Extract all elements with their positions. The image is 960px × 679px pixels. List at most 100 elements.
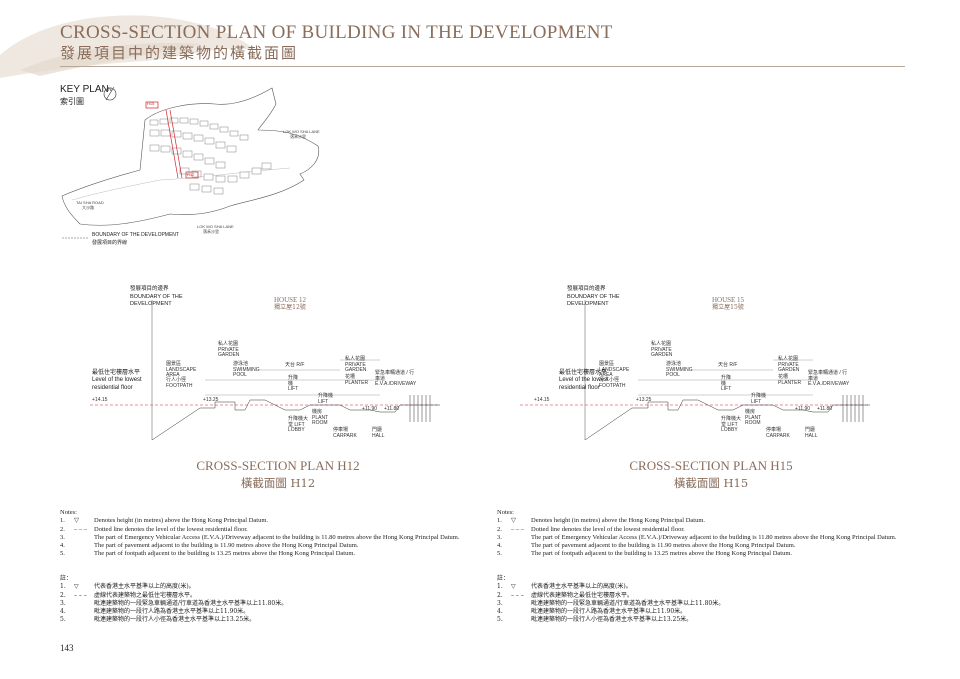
notes-zh-right: 註： 1.▽代表香港主水平基準以上的高度(米)。 2.– – –虛線代表建築物之… — [497, 575, 907, 625]
title-divider — [60, 66, 905, 67]
road-west-label-zh: 大沙路 — [82, 205, 94, 210]
section-h12-drawing — [90, 300, 440, 441]
h12-private-garden: 私人花園 PRIVATE GARDEN — [218, 341, 240, 358]
h12-level-1190: +11.90 — [362, 406, 378, 412]
boundary-legend-label: BOUNDARY OF THE DEVELOPMENT — [92, 232, 179, 238]
h12-lowest-label: Level of the lowest residential floor — [92, 377, 142, 391]
h15-boundary-label-zh: 發展項目的邊界 — [567, 286, 606, 292]
h12-section-title-zh: 橫截面圖 H12 — [240, 476, 316, 490]
h15-level-1190: +11.90 — [795, 406, 811, 412]
page-title-zh: 發展項目中的建築物的橫截面圖 — [60, 44, 299, 62]
h12-lift-2: 升降機 LIFT — [318, 393, 334, 405]
notes-heading: Notes: — [60, 509, 77, 516]
h15-footpath: 行人小徑 FOOTPATH — [599, 377, 626, 389]
key-plan-marker-h12: H12 — [187, 172, 195, 177]
h15-lift-lobby: 升降機大堂 LIFT LOBBY — [721, 416, 742, 433]
h15-lowest-label-zh: 最低住宅樓層水平 — [559, 369, 608, 376]
h15-plant-room: 機房 PLANT ROOM — [745, 409, 762, 426]
north-arrow-icon — [103, 86, 117, 101]
note-row: 3.毗連建築物的一段緊急車輛通道/行車道為香港主水平基準以上11.80米。 — [497, 599, 725, 607]
h12-boundary-label-zh: 發展項目的邊界 — [130, 286, 169, 292]
note-row: 4.毗連建築物的一段行人路為香港主水平基準以上11.90米。 — [497, 608, 687, 616]
h12-level-mid: +13.25 — [203, 397, 219, 403]
boundary-legend-label-zh: 發展項目的界線 — [92, 240, 128, 246]
note-row: 5.The part of footpath adjacent to the b… — [60, 550, 356, 558]
note-row: 2.– – –Dotted line denotes the level of … — [60, 525, 248, 533]
h12-footpath: 行人小徑 FOOTPATH — [166, 377, 193, 389]
road-south-label-zh: 落禾沙里 — [203, 229, 219, 234]
note-row: 2.– – –Dotted line denotes the level of … — [497, 525, 685, 533]
road-east-label: LOK WO SHA LANE — [283, 129, 320, 134]
note-row: 4.The part of pavement adjacent to the b… — [497, 542, 796, 550]
north-label: N — [108, 87, 112, 93]
h15-level-1180: +11.80 — [817, 406, 833, 412]
note-row: 2.– – –虛線代表建築物之最低住宅樓層水平。 — [60, 591, 197, 599]
building-blocks — [149, 117, 272, 195]
key-plan-label: KEY PLAN — [60, 84, 109, 95]
h15-lift-2: 升降機 LIFT — [751, 393, 767, 405]
note-row: 4.The part of pavement adjacent to the b… — [60, 542, 359, 550]
note-row: 5.毗連建築物的一段行人小徑為香港主水平基準以上13.25米。 — [497, 616, 693, 624]
key-plan-marker-h15: H15 — [147, 101, 155, 106]
h15-lowest-label: Level of the lowest residential floor — [559, 377, 609, 391]
h12-hall: 門廳 HALL — [372, 427, 385, 439]
road-west-label: TAI SHA ROAD — [76, 200, 104, 205]
h15-eva: 緊急車輛通道 / 行車道 E.V.A./DRIVEWAY — [808, 370, 850, 387]
notes-heading-zh: 註： — [60, 575, 73, 582]
h15-car-park: 停車場 CARPARK — [766, 427, 790, 439]
notes-en-left: Notes: 1.▽Denotes height (in metres) abo… — [60, 509, 470, 559]
h12-house-zh: 獨立屋12號 — [274, 304, 306, 312]
h15-rf: 天台 R/F — [718, 362, 738, 368]
road-south-label: LOK WO SHA LANE — [197, 224, 234, 229]
h12-lift-lobby: 升降機大堂 LIFT LOBBY — [288, 416, 309, 433]
brush-stroke-decoration — [0, 15, 255, 78]
h12-lift: 升降機 LIFT — [288, 375, 299, 392]
note-row: 5.毗連建築物的一段行人小徑為香港主水平基準以上13.25米。 — [60, 616, 256, 624]
h15-house-label: HOUSE 15 獨立屋15號 — [688, 296, 768, 312]
notes-en-right: Notes: 1.▽Denotes height (in metres) abo… — [497, 509, 907, 559]
section-marker — [145, 101, 199, 179]
h15-house-en: HOUSE 15 — [711, 296, 745, 304]
section-h15-drawing — [520, 300, 870, 441]
page-title: CROSS-SECTION PLAN OF BUILDING IN THE DE… — [60, 22, 613, 43]
note-row: 1.▽代表香港主水平基準以上的高度(米)。 — [60, 583, 195, 591]
note-row: 3.毗連建築物的一段緊急車輛通道/行車道為香港主水平基準以上11.80米。 — [60, 599, 288, 607]
h15-boundary-label: BOUNDARY OF THE DEVELOPMENT — [567, 294, 620, 307]
h15-section-title: CROSS-SECTION PLAN H15 — [629, 458, 793, 473]
h15-hall: 門廳 HALL — [805, 427, 818, 439]
h15-lift: 升降機 LIFT — [721, 375, 732, 392]
h15-planter: 花槽 PLANTER — [778, 374, 802, 386]
h15-private-garden: 私人花園 PRIVATE GARDEN — [651, 341, 673, 358]
h15-swimming-pool: 游泳池 SWIMMING POOL — [666, 361, 693, 378]
page-number: 143 — [60, 643, 74, 653]
site-boundary — [61, 87, 320, 226]
h15-landscape-area: 園景區 LANDSCAPE AREA — [599, 361, 630, 378]
note-row: 1.▽Denotes height (in metres) above the … — [60, 517, 269, 525]
h15-section-title-zh: 橫截面圖 H15 — [673, 476, 749, 490]
note-row: 5.The part of footpath adjacent to the b… — [497, 550, 793, 558]
key-plan-label-zh: 索引圖 — [60, 97, 84, 106]
h12-car-park: 停車場 CARPARK — [333, 427, 357, 439]
h15-private-garden-2: 私人花園 PRIVATE GARDEN — [778, 356, 800, 373]
h12-level-left: +14.15 — [92, 397, 108, 403]
note-row: 1.▽代表香港主水平基準以上的高度(米)。 — [497, 583, 632, 591]
h15-level-mid: +13.25 — [636, 397, 652, 403]
h12-planter: 花槽 PLANTER — [345, 374, 369, 386]
h12-house-label: HOUSE 12 獨立屋12號 — [250, 296, 330, 312]
h12-private-garden-2: 私人花園 PRIVATE GARDEN — [345, 356, 367, 373]
h12-plant-room: 機房 PLANT ROOM — [312, 409, 329, 426]
note-row: 1.▽Denotes height (in metres) above the … — [497, 517, 706, 525]
h12-eva: 緊急車輛通道 / 行車道 E.V.A./DRIVEWAY — [375, 370, 417, 387]
h12-landscape-area: 園景區 LANDSCAPE AREA — [166, 361, 197, 378]
h15-level-left: +14.15 — [534, 397, 550, 403]
h12-boundary-label: BOUNDARY OF THE DEVELOPMENT — [130, 294, 183, 307]
notes-heading: Notes: — [497, 509, 514, 516]
h12-swimming-pool: 游泳池 SWIMMING POOL — [233, 361, 260, 378]
note-row: 2.– – –虛線代表建築物之最低住宅樓層水平。 — [497, 591, 634, 599]
note-row: 3.The part of Emergency Vehicular Access… — [60, 533, 460, 541]
note-row: 4.毗連建築物的一段行人路為香港主水平基準以上11.90米。 — [60, 608, 250, 616]
h12-rf: 天台 R/F — [285, 362, 305, 368]
h12-lowest-label-zh: 最低住宅樓層水平 — [92, 369, 141, 376]
h12-level-1180: +11.80 — [384, 406, 400, 412]
